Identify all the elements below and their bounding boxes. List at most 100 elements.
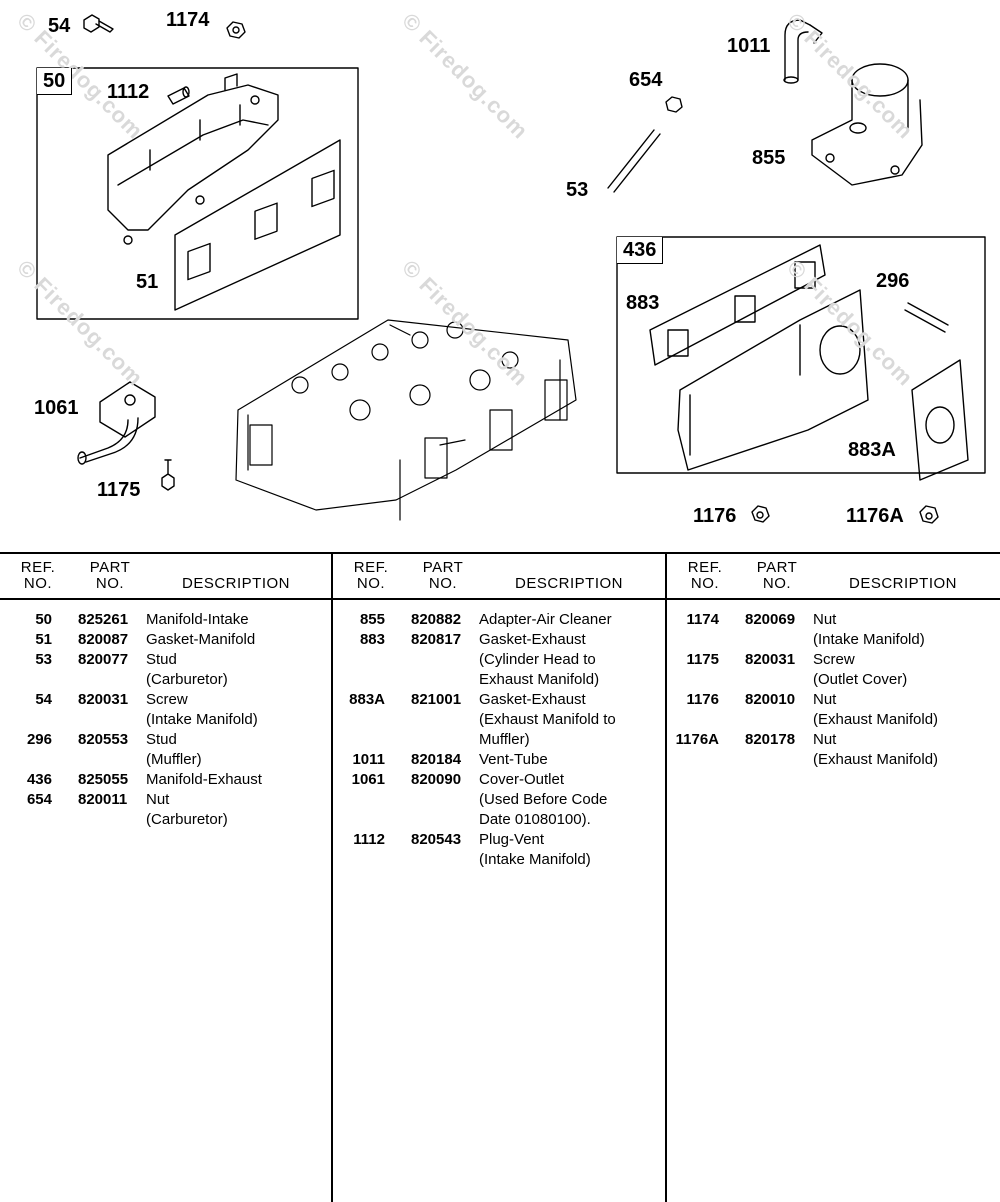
part-description: Stud (Muffler): [146, 730, 331, 770]
description-header: DESCRIPTION: [514, 575, 623, 592]
description-line: Stud: [146, 731, 177, 748]
callout-883A: 883A: [848, 439, 896, 461]
part-number: 820817: [411, 631, 462, 648]
description-line: Screw: [146, 691, 188, 708]
callout-855: 855: [752, 147, 786, 169]
ref-number: 53: [35, 651, 52, 668]
intake-manifold-group-box: [36, 67, 359, 320]
table-row: 883 820817 Gasket-Exhaust(Cylinder Head to…: [333, 630, 667, 690]
part-description: Nut(Intake Manifold): [813, 610, 1000, 650]
ref-header: REF.: [20, 559, 56, 576]
callout-53: 53: [566, 179, 589, 201]
part-header: NO.: [95, 575, 125, 592]
callout-1176A: 1176A: [846, 505, 904, 527]
part-description: Plug-Vent (Intake Manifold): [479, 830, 667, 870]
part-description: Adapter-Air Cleaner: [479, 610, 667, 630]
part-header: PART: [89, 559, 131, 576]
part-number: 820077: [78, 651, 129, 668]
description-line: (Used Before Code: [479, 791, 608, 808]
description-line: Nut: [813, 611, 837, 628]
ref-number: 883A: [349, 691, 385, 708]
table-row: 51 820087 Gasket-Manifold: [0, 630, 331, 650]
callout-1176: 1176: [693, 505, 737, 527]
gasket-883-part: [649, 244, 826, 366]
part-description: Manifold-Exhaust: [146, 770, 331, 790]
cover-outlet-1061-part: [77, 381, 156, 465]
gasket-51-part: [174, 139, 341, 311]
nut-1176A-part: [919, 505, 939, 524]
plug-1112-part: [167, 86, 190, 105]
nut-654-part: [665, 96, 683, 113]
description-line: (Intake Manifold): [479, 851, 591, 868]
description-line: Plug-Vent: [479, 831, 545, 848]
description-line: Exhaust Manifold): [479, 671, 600, 688]
part-description: Manifold-Intake: [146, 610, 331, 630]
description-line: (Exhaust Manifold): [813, 711, 939, 728]
part-description: Nut(Exhaust Manifold): [813, 690, 1000, 730]
part-header: PART: [422, 559, 464, 576]
part-number: 820543: [411, 831, 462, 848]
ref-number: 654: [26, 791, 52, 808]
cylinder-head-part: [235, 319, 577, 521]
part-number: 820087: [78, 631, 129, 648]
screw-54-part: [83, 14, 114, 33]
ref-header: REF.: [353, 559, 389, 576]
table-row: 1174 820069 Nut(Intake Manifold): [667, 610, 1000, 650]
vent-tube-1011-part: [783, 19, 823, 84]
exhaust-manifold-436-part: [677, 289, 869, 471]
callout-883: 883: [626, 292, 660, 314]
callout-1011: 1011: [727, 35, 771, 57]
callout-1174: 1174: [166, 9, 210, 31]
ref-number: 1174: [686, 611, 719, 628]
description-line: (Muffler): [146, 751, 202, 768]
part-number: 820069: [745, 611, 796, 628]
stud-296-part: [904, 302, 949, 333]
stud-53-part: [607, 129, 661, 193]
table-row: 1176 820010 Nut(Exhaust Manifold): [667, 690, 1000, 730]
callout-50: 50: [37, 68, 73, 95]
part-description: Nut(Carburetor): [146, 790, 331, 830]
description-line: Adapter-Air Cleaner: [479, 611, 612, 628]
ref-number: 1061: [351, 771, 385, 788]
description-line: (Intake Manifold): [146, 711, 258, 728]
ref-header: NO.: [356, 575, 386, 592]
table-row: 1112 820543 Plug-Vent (Intake Manifold): [333, 830, 667, 870]
ref-number: 1112: [353, 831, 385, 848]
ref-number: 855: [359, 611, 385, 628]
ref-number: 1176: [686, 691, 719, 708]
ref-number: 51: [35, 631, 52, 648]
part-number: 820010: [745, 691, 796, 708]
part-description: Stud(Carburetor): [146, 650, 331, 690]
parts-illustration: [36, 14, 986, 524]
description-line: Stud: [146, 651, 177, 668]
description-line: Gasket-Exhaust: [479, 691, 586, 708]
exhaust-manifold-group-box: [616, 236, 986, 474]
description-header: DESCRIPTION: [848, 575, 957, 592]
part-number: 825055: [78, 771, 129, 788]
description-line: Gasket-Exhaust: [479, 631, 586, 648]
description-line: Vent-Tube: [479, 751, 548, 768]
ref-number: 50: [35, 611, 52, 628]
part-number: 820011: [78, 791, 128, 808]
gasket-883A-part: [911, 359, 969, 481]
part-header: PART: [756, 559, 798, 576]
description-line: Gasket-Manifold: [146, 631, 256, 648]
ref-number: 883: [359, 631, 385, 648]
callout-54: 54: [48, 15, 71, 37]
ref-number: 1176A: [675, 731, 719, 748]
part-description: Screw(Outlet Cover): [813, 650, 1000, 690]
description-line: (Outlet Cover): [813, 671, 908, 688]
